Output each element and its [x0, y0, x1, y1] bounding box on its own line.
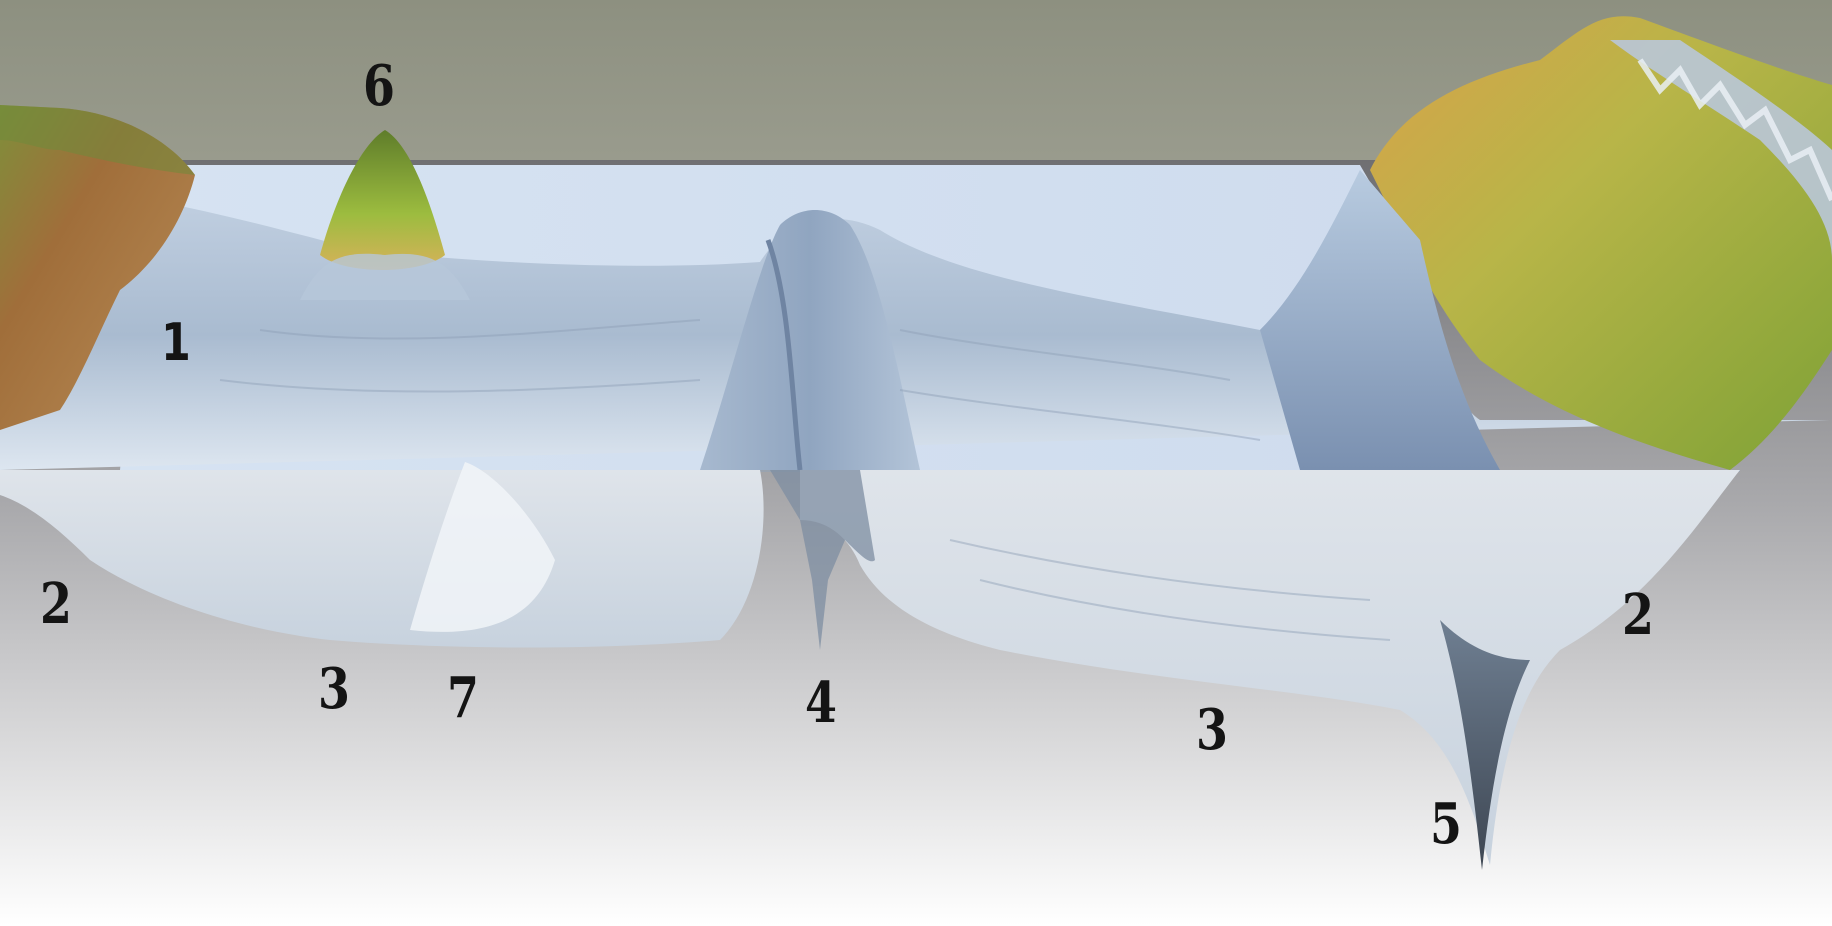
label-7: 7 [447, 670, 479, 726]
label-6: 6 [363, 58, 395, 114]
label-1: 1 [161, 317, 191, 369]
label-2-left: 2 [40, 576, 72, 632]
label-2-right: 2 [1622, 587, 1654, 643]
label-5: 5 [1430, 796, 1462, 852]
label-3-left: 3 [318, 661, 350, 717]
label-4: 4 [805, 675, 837, 731]
label-3-right: 3 [1196, 702, 1228, 758]
